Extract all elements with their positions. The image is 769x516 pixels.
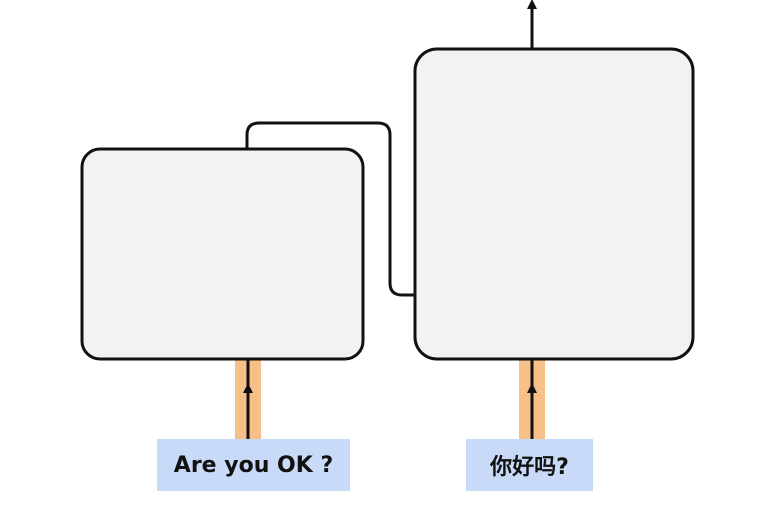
left-box: [80, 147, 365, 361]
right-input-label: 你好吗?: [466, 439, 593, 491]
left-input-label: Are you OK ?: [157, 439, 350, 491]
left-input-text: Are you OK ?: [173, 452, 334, 478]
right-box: [413, 47, 695, 361]
connector-line: [245, 121, 415, 297]
right-input-text: 你好吗?: [490, 455, 569, 480]
